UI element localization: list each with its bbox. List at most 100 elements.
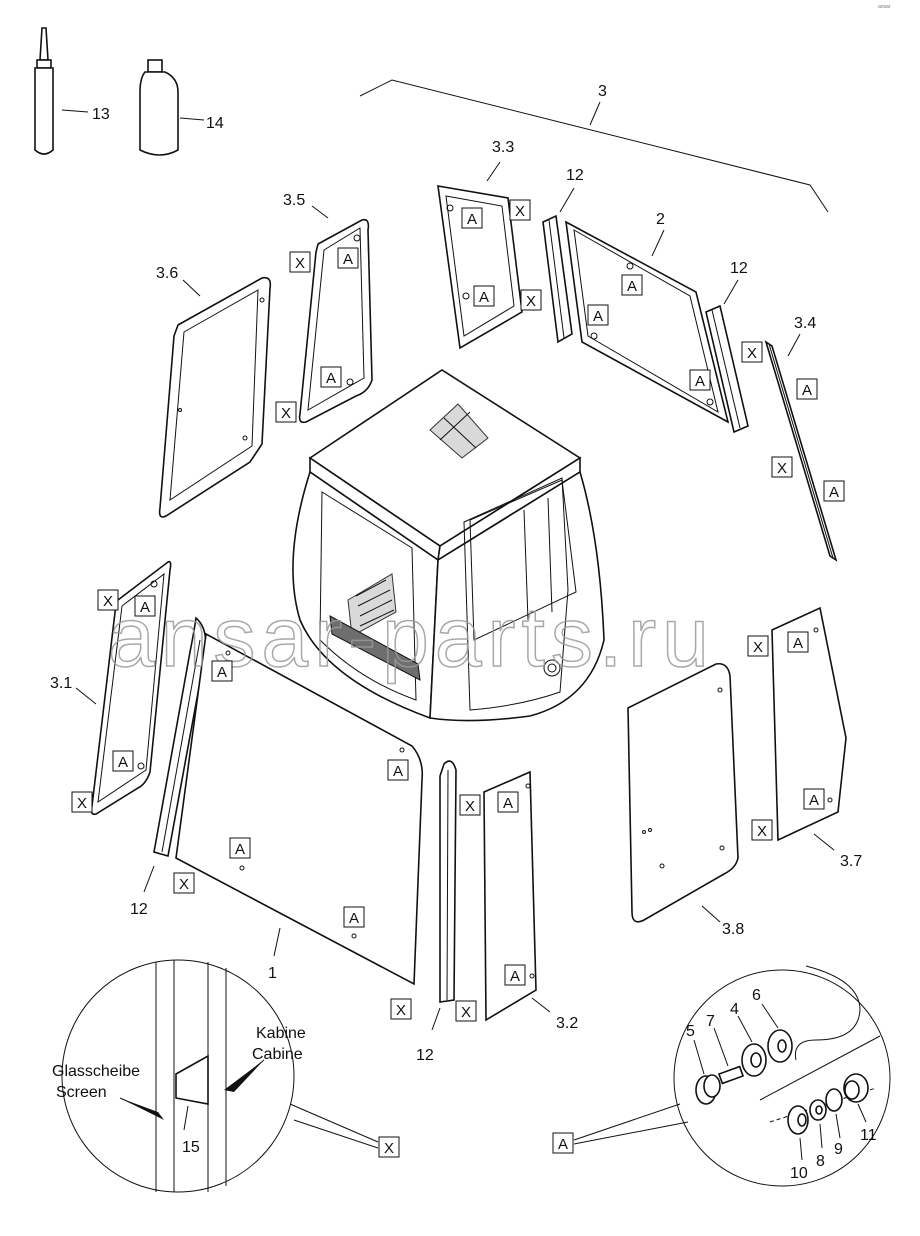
window-3-4 (764, 340, 838, 562)
window-3-3 (437, 185, 523, 350)
callout-11: 11 (860, 1127, 877, 1144)
callout-2: 2 (656, 211, 665, 228)
tag-x: X (459, 794, 481, 816)
tag-a: A (823, 480, 845, 502)
tag-a: A (587, 304, 609, 326)
callout-15: 15 (182, 1139, 200, 1156)
tag-a: A (473, 285, 495, 307)
callout-4: 4 (730, 1001, 739, 1018)
tag-a: A (320, 366, 342, 388)
tag-a: A (621, 274, 643, 296)
tag-a: A (112, 750, 134, 772)
window-3-6 (158, 276, 272, 518)
tag-x: X (173, 872, 195, 894)
seal-strip-upper-right (705, 304, 749, 434)
tag-x: X (747, 635, 769, 657)
svg-text:A: A (343, 251, 353, 268)
tag-x: X (509, 199, 531, 221)
svg-text:X: X (77, 795, 87, 812)
callout-12-c: 12 (130, 901, 148, 918)
tag-a: A (504, 964, 526, 986)
cleaner-bottle (139, 59, 205, 156)
label-glasscheibe: Glasscheibe (52, 1063, 140, 1080)
svg-text:X: X (396, 1002, 406, 1019)
callout-10: 10 (790, 1165, 808, 1182)
tag-a: A (461, 207, 483, 229)
tag-x: X (71, 791, 93, 813)
tag-a: A (552, 1132, 574, 1154)
callout-9: 9 (834, 1141, 843, 1158)
tag-a: A (337, 247, 359, 269)
callout-3-5: 3.5 (283, 192, 305, 209)
svg-text:A: A (793, 635, 803, 652)
set-bracket-3 (359, 79, 829, 213)
callout-5: 5 (686, 1023, 695, 1040)
label-cabine: Cabine (252, 1046, 303, 1063)
svg-text:A: A (695, 373, 705, 390)
window-3-8 (627, 662, 739, 923)
callout-3-3: 3.3 (492, 139, 514, 156)
svg-text:X: X (747, 345, 757, 362)
detail-a-fixing-hardware (573, 965, 891, 1187)
tag-a: A (796, 378, 818, 400)
callout-1: 1 (268, 965, 277, 982)
callout-6: 6 (752, 987, 761, 1004)
svg-text:A: A (829, 484, 839, 501)
label-kabine: Kabine (256, 1025, 306, 1042)
callout-14: 14 (206, 115, 224, 132)
seal-strip-upper-left (542, 214, 573, 344)
tag-a: A (134, 595, 156, 617)
windscreen-1 (175, 632, 424, 986)
svg-text:A: A (118, 754, 128, 771)
svg-text:A: A (235, 841, 245, 858)
tag-x: X (97, 589, 119, 611)
callout-7: 7 (706, 1013, 715, 1030)
svg-text:A: A (467, 211, 477, 228)
window-3-7 (771, 606, 847, 842)
tag-x: X (378, 1136, 400, 1158)
window-3-2 (483, 770, 537, 1022)
tag-a: A (497, 791, 519, 813)
svg-text:X: X (757, 823, 767, 840)
svg-text:A: A (627, 278, 637, 295)
svg-text:A: A (326, 370, 336, 387)
svg-text:X: X (179, 876, 189, 893)
detail-x-seal-section (61, 959, 379, 1193)
tag-a: A (387, 759, 409, 781)
callout-3-4: 3.4 (794, 315, 816, 332)
svg-text:X: X (103, 593, 113, 610)
tag-x: X (741, 341, 763, 363)
svg-text:A: A (349, 910, 359, 927)
callout-3-7: 3.7 (840, 853, 862, 870)
svg-text:X: X (281, 405, 291, 422)
label-screen: Screen (56, 1084, 107, 1101)
svg-text:A: A (140, 599, 150, 616)
cab-body (292, 369, 605, 722)
svg-text:A: A (503, 795, 513, 812)
window-2 (564, 220, 730, 424)
svg-text:A: A (809, 792, 819, 809)
tag-a: A (343, 906, 365, 928)
callout-3: 3 (598, 83, 607, 100)
svg-text:X: X (753, 639, 763, 656)
callout-12-b: 12 (730, 260, 748, 277)
svg-text:X: X (777, 460, 787, 477)
svg-text:A: A (558, 1136, 568, 1153)
svg-text:X: X (461, 1004, 471, 1021)
svg-text:X: X (526, 293, 536, 310)
tag-x: X (455, 1000, 477, 1022)
svg-text:A: A (593, 308, 603, 325)
tag-x: X (771, 456, 793, 478)
window-3-5 (298, 218, 373, 424)
svg-text:X: X (515, 203, 525, 220)
svg-text:A: A (393, 763, 403, 780)
callout-12-d: 12 (416, 1047, 434, 1064)
tag-x: X (275, 401, 297, 423)
tag-x: X (289, 251, 311, 273)
tag-a: A (689, 369, 711, 391)
svg-text:A: A (802, 382, 812, 399)
seal-strip-front-right (439, 760, 457, 1003)
svg-text:A: A (479, 289, 489, 306)
callout-13: 13 (92, 106, 110, 123)
